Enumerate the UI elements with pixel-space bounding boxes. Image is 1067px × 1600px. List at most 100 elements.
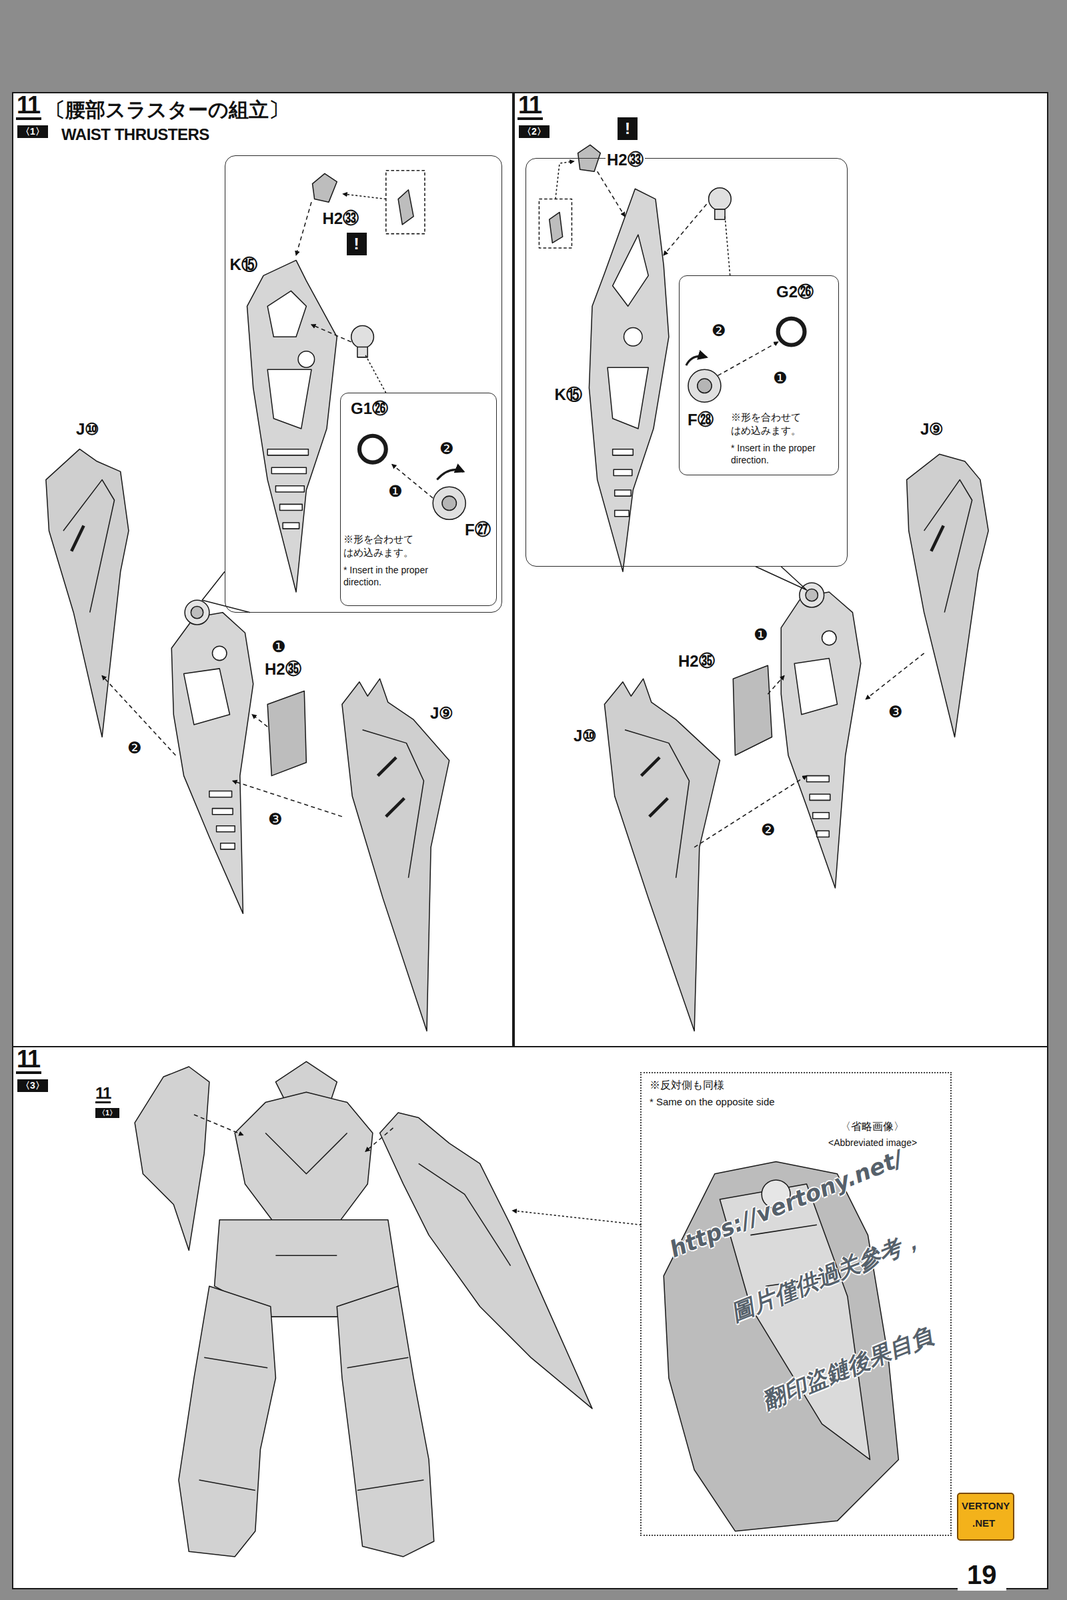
small-part (538, 199, 572, 249)
substep-number: 〈1〉 (95, 1108, 120, 1119)
thruster-frame-part (805, 588, 818, 601)
thruster-armor-part (386, 798, 405, 817)
assembly-arrow (724, 216, 731, 277)
substep-number: 〈2〉 (518, 125, 550, 139)
thruster-frame-part (271, 467, 307, 474)
step-number: 11 (16, 93, 42, 121)
detail-inset: G1㉖❷❶F㉗※形を合わせて はめ込みます。* Insert in the pr… (340, 392, 497, 607)
part-label: K⑮ (553, 385, 584, 405)
step-number: 11 (16, 1047, 42, 1075)
part-label: H2㉟ (676, 652, 717, 672)
thruster-armor-part (924, 480, 973, 613)
step-number: 11 (95, 1085, 111, 1104)
note-text: 〈省略画像〉 (840, 1120, 905, 1134)
thruster-frame-part (220, 843, 235, 850)
thruster-armor-part (378, 757, 397, 777)
assembly-arrow (555, 161, 925, 848)
heading-subtitle: WAIST THRUSTERS (61, 125, 210, 145)
part-label: G1㉖ (349, 399, 390, 419)
ball-joint-part (708, 188, 732, 211)
caution-mark: ! (617, 117, 638, 141)
assembly-arrow (436, 470, 464, 481)
assembly-arrow (365, 1128, 393, 1152)
thruster-frame-part (822, 630, 837, 645)
assembly-arrow (252, 714, 268, 727)
thruster-armor-part (46, 449, 129, 738)
thruster-frame-part (171, 600, 253, 914)
thruster-armor-part (649, 798, 669, 817)
thruster-armor-part (63, 480, 115, 613)
callout-number: ❸ (888, 704, 903, 721)
note-text: * Same on the opposite side (649, 1096, 775, 1109)
thruster-frame-part (298, 351, 315, 368)
thruster-frame-part (171, 612, 253, 915)
thruster-armor-part (604, 678, 720, 1031)
thruster-frame-part (624, 327, 643, 347)
plate-part (732, 665, 772, 756)
thruster-frame-part (216, 826, 236, 833)
callout-number: ❷ (711, 322, 727, 340)
part-label: H2㉝ (321, 209, 361, 229)
callout-number: ❶ (753, 626, 769, 644)
small-part (312, 170, 425, 235)
logo-text: .NET (972, 1517, 995, 1530)
ball-joint-part (351, 325, 375, 349)
plate-part (267, 691, 307, 777)
ball-joint-part (697, 378, 712, 393)
page-title: 〔腰部スラスターの組立〕 (45, 98, 289, 123)
assembly-arrow (202, 571, 251, 613)
robot-figure (134, 1067, 210, 1252)
thruster-frame-part (816, 830, 829, 837)
assembly-arrow (512, 1211, 642, 1226)
plate-part (732, 665, 772, 756)
ball-joint-part (351, 325, 466, 520)
thruster-frame-part (267, 290, 307, 337)
watermark: 翻印盜鏈後果自負 (758, 1321, 937, 1416)
part-label: H2㉝ (605, 150, 645, 171)
thruster-frame-part (612, 449, 634, 456)
caution-mark: ! (346, 232, 367, 256)
thruster-frame-part (780, 582, 861, 889)
callout-inset: !H2㉝K⑮G1㉖❷❶F㉗※形を合わせて はめ込みます。* Insert in … (224, 155, 503, 613)
small-part (549, 212, 563, 243)
note-text: ※形を合わせて はめ込みます。 (343, 532, 423, 559)
thruster-frame-part (190, 606, 203, 619)
plate-part (267, 691, 307, 777)
thruster-frame-part (267, 369, 312, 429)
callout-number: ❶ (388, 483, 403, 501)
ball-joint-part (714, 209, 725, 220)
assembly-arrow (296, 202, 312, 256)
small-part (386, 170, 425, 235)
part-label: F㉗ (463, 520, 493, 541)
thruster-frame-part (212, 646, 227, 661)
step-reference-tag: 11〈1〉 (94, 1085, 127, 1128)
robot-figure (380, 1113, 593, 1410)
assembly-arrow (365, 355, 387, 394)
ball-joint-part (442, 496, 457, 511)
logo-box (957, 1493, 1014, 1541)
assembly-arrow (555, 161, 575, 200)
step-number: 11 (517, 93, 543, 121)
thruster-frame-part (588, 188, 669, 572)
note-text: * Insert in the proper direction. (730, 442, 818, 467)
callout-number: ❷ (127, 740, 143, 757)
thruster-armor-part (930, 526, 943, 552)
small-part (538, 144, 601, 249)
thruster-armor-part (624, 730, 689, 879)
thruster-frame-part (607, 367, 649, 429)
thruster-armor-part (641, 757, 661, 777)
callout-number: ❷ (760, 822, 776, 839)
substep-number: 〈1〉 (17, 125, 49, 139)
robot-figure (199, 1133, 425, 1492)
ball-joint-part (432, 486, 466, 520)
assembly-arrow (194, 1115, 642, 1226)
part-label: J⑩ (74, 420, 101, 440)
note-text: ※反対側も同様 (649, 1079, 725, 1092)
assembly-arrow (694, 776, 807, 848)
robot-figure (234, 1092, 373, 1226)
thruster-armor-part (342, 678, 450, 1031)
thruster-armor-part (906, 454, 989, 737)
ball-joint-part (359, 436, 387, 463)
small-part (398, 190, 414, 225)
robot-figure (336, 1286, 434, 1558)
